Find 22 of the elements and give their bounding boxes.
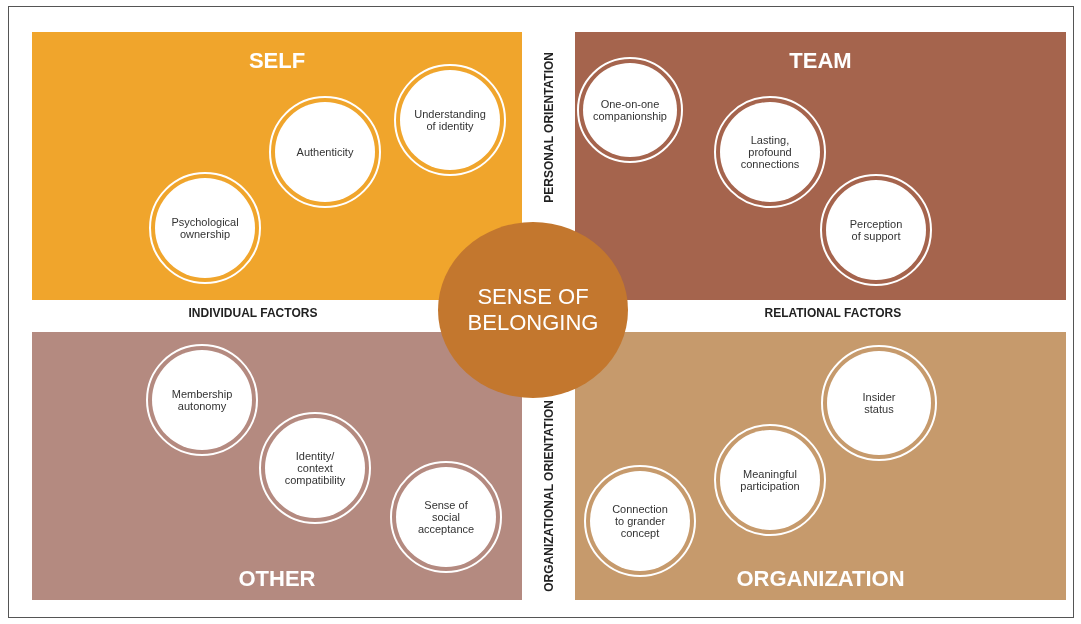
axis-label: INDIVIDUAL FACTORS	[188, 306, 318, 320]
factor-circle: Identity/ context compatibility	[259, 412, 371, 524]
factor-circle: Membership autonomy	[146, 344, 258, 456]
factor-circle: Sense of social acceptance	[390, 461, 502, 573]
factor-circle: Meaningful participation	[714, 424, 826, 536]
quadrant-panel	[32, 332, 522, 600]
quadrant-panel	[575, 332, 1066, 600]
factor-circle: One-on-one companionship	[577, 57, 683, 163]
factor-circle: Connection to grander concept	[584, 465, 696, 577]
quadrant-title: OTHER	[237, 566, 317, 592]
quadrant-title: TEAM	[788, 48, 853, 74]
factor-circle: Authenticity	[269, 96, 381, 208]
factor-circle: Understanding of identity	[394, 64, 506, 176]
factor-circle: Lasting, profound connections	[714, 96, 826, 208]
factor-circle: Perception of support	[820, 174, 932, 286]
axis-label: ORGANIZATIONAL ORIENTATION	[542, 400, 556, 592]
quadrant-title: ORGANIZATION	[735, 566, 906, 592]
factor-circle: Insider status	[821, 345, 937, 461]
axis-label: PERSONAL ORIENTATION	[542, 51, 556, 203]
quadrant-title: SELF	[247, 48, 307, 74]
factor-circle: Psychological ownership	[149, 172, 261, 284]
axis-label: RELATIONAL FACTORS	[764, 306, 902, 320]
